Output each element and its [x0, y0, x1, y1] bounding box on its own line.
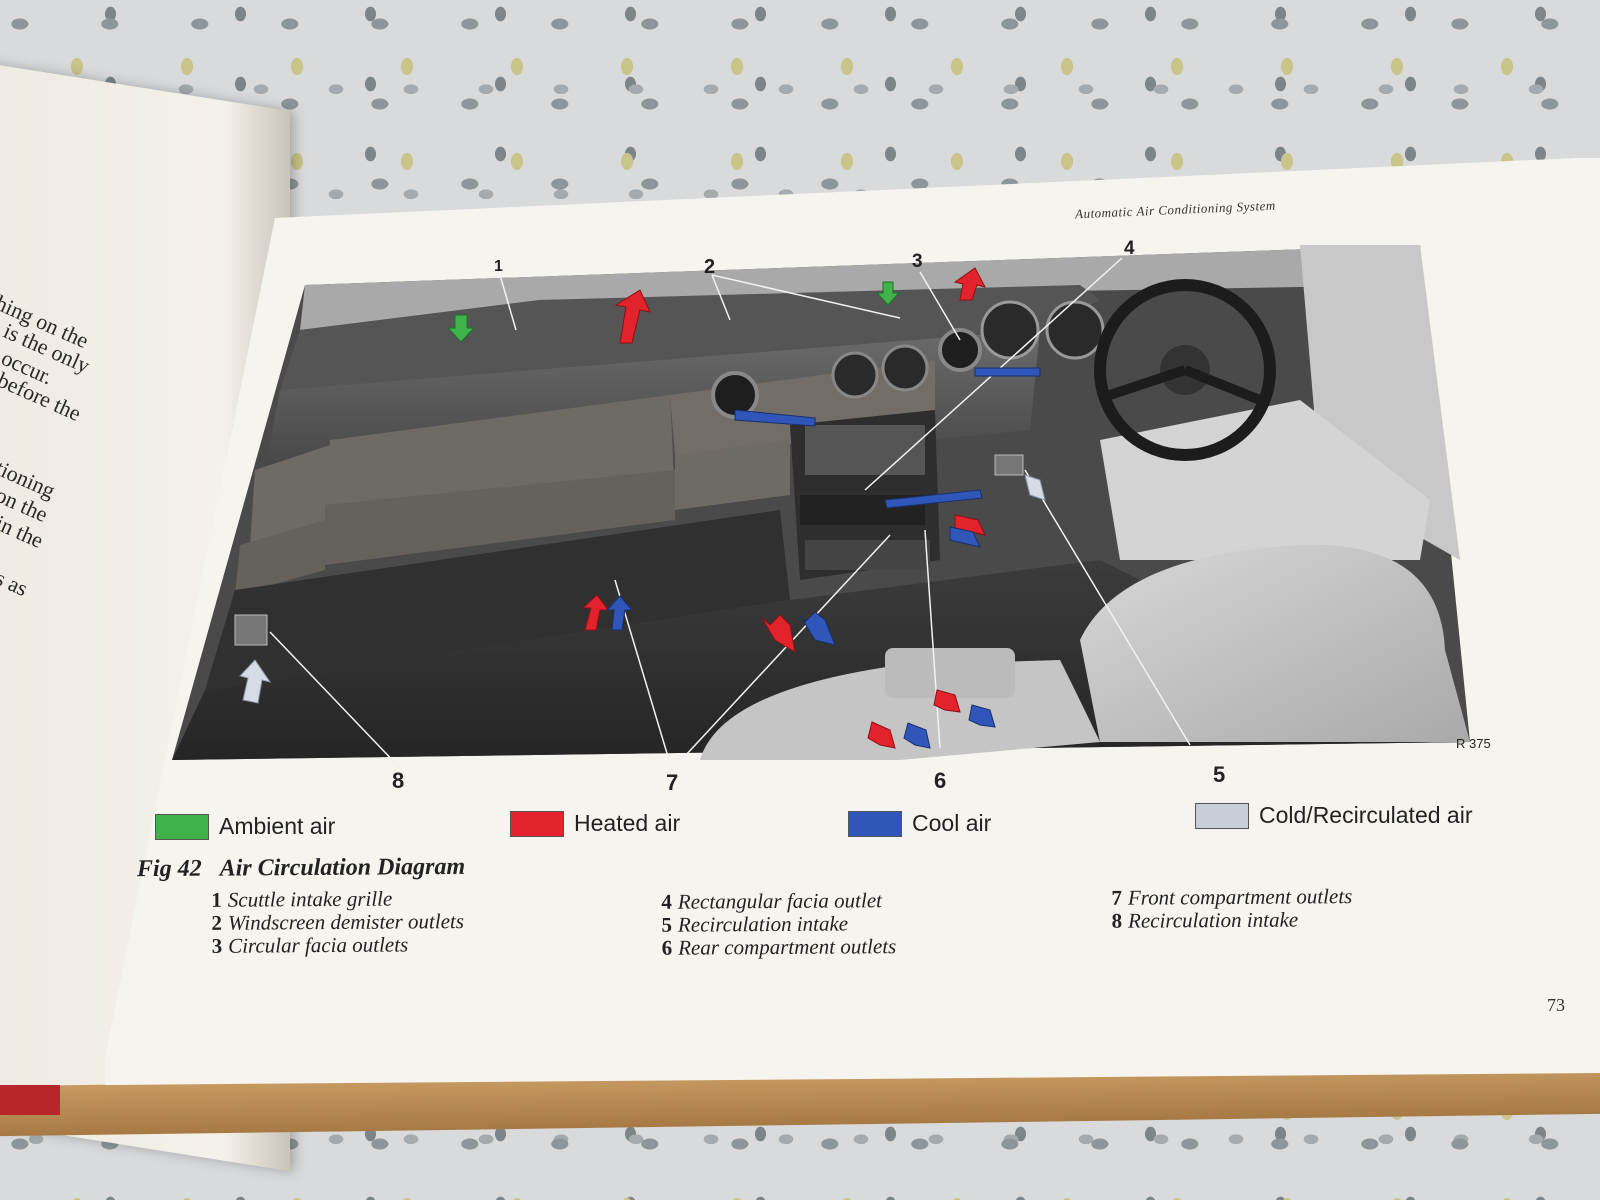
key-text: Scuttle intake grille	[227, 886, 393, 912]
key-number: 7	[1111, 885, 1123, 910]
callout-4: 4	[1124, 238, 1135, 259]
legend-label: Ambient air	[219, 813, 336, 839]
key-number: 1	[211, 887, 222, 912]
key-text: Recirculation intake	[1127, 907, 1299, 933]
key-text: Windscreen demister outlets	[227, 909, 465, 935]
figure-number: Fig 42	[136, 855, 202, 883]
key-number: 3	[211, 933, 223, 958]
legend-heated-air: Heated air	[510, 810, 680, 837]
figure-title: Air Circulation Diagram	[219, 853, 466, 882]
legend-cold-recirculated-air: Cold/Recirculated air	[1195, 802, 1472, 829]
key-text: Rectangular facia outlet	[677, 888, 883, 914]
page-number: 73	[1547, 995, 1565, 1015]
legend-ambient-air: Ambient air	[155, 813, 335, 840]
callout-1: 1	[494, 258, 503, 275]
figure-caption: Fig 42 Air Circulation Diagram	[137, 854, 465, 883]
callout-5: 5	[1213, 762, 1226, 787]
reference-code: R 375	[1456, 736, 1491, 751]
callout-2: 2	[704, 256, 716, 278]
callout-3: 3	[912, 251, 923, 272]
callout-7: 7	[666, 770, 679, 795]
heated-air-swatch	[510, 810, 564, 837]
legend-cool-air: Cool air	[848, 810, 991, 837]
callout-6: 6	[934, 768, 947, 793]
cold-recirculated-air-swatch	[1195, 802, 1249, 829]
key-number: 6	[661, 935, 673, 960]
book-spine	[0, 1085, 60, 1115]
key-text: Rear compartment outlets	[678, 934, 897, 960]
key-text: Front compartment outlets	[1127, 884, 1353, 910]
callout-8: 8	[392, 768, 405, 793]
key-text: Recirculation intake	[677, 911, 849, 937]
key-number: 5	[661, 912, 673, 937]
key-number: 2	[211, 910, 223, 935]
legend-label: Cold/Recirculated air	[1259, 802, 1473, 828]
key-text: Circular facia outlets	[228, 932, 409, 958]
key-number: 8	[1111, 908, 1123, 933]
cool-air-swatch	[848, 810, 902, 837]
legend-label: Heated air	[574, 810, 681, 836]
ambient-air-swatch	[155, 813, 209, 840]
legend-label: Cool air	[912, 810, 992, 836]
key-number: 4	[661, 889, 672, 914]
